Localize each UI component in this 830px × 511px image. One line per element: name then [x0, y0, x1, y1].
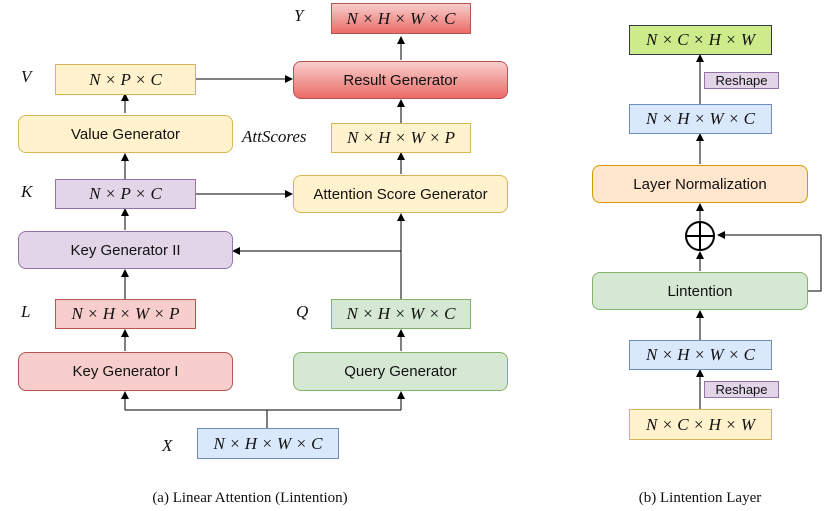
edge-residual: [717, 231, 822, 292]
value-generator-node: Value Generator: [18, 115, 233, 153]
symbol-q: Q: [296, 302, 309, 321]
tensor-y: N × H × W × C: [331, 3, 471, 34]
tensor-x: N × H × W × C: [197, 428, 339, 459]
layer-normalization-node: Layer Normalization: [592, 165, 808, 203]
result-generator-node: Result Generator: [293, 61, 508, 99]
tensor-output: N × C × H × W: [629, 25, 772, 55]
attention-score-generator-node: Attention Score Generator: [293, 175, 508, 213]
caption-left: (a) Linear Attention (Lintention): [152, 490, 348, 506]
symbol-x: X: [162, 436, 173, 455]
reshape-top-tag: Reshape: [704, 72, 779, 89]
symbol-l: L: [21, 302, 31, 321]
tensor-low: N × H × W × C: [629, 340, 772, 370]
caption-right: (b) Lintention Layer: [638, 490, 762, 506]
reshape-bottom-tag: Reshape: [704, 381, 779, 398]
tensor-input: N × C × H × W: [629, 409, 772, 440]
query-generator-node: Query Generator: [293, 352, 508, 391]
tensor-attscores: N × H × W × P: [331, 123, 471, 153]
symbol-y: Y: [294, 6, 304, 25]
lintention-node: Lintention: [592, 272, 808, 310]
symbol-attscores: AttScores: [242, 127, 307, 146]
symbol-k: K: [21, 182, 33, 201]
tensor-l: N × H × W × P: [55, 299, 196, 329]
tensor-mid: N × H × W × C: [629, 104, 772, 134]
key-generator-2-node: Key Generator II: [18, 231, 233, 269]
tensor-k: N × P × C: [55, 179, 196, 209]
tensor-v: N × P × C: [55, 64, 196, 95]
symbol-v: V: [21, 67, 32, 86]
key-generator-1-node: Key Generator I: [18, 352, 233, 391]
tensor-q: N × H × W × C: [331, 299, 471, 329]
sum-operator-icon: [685, 221, 715, 251]
